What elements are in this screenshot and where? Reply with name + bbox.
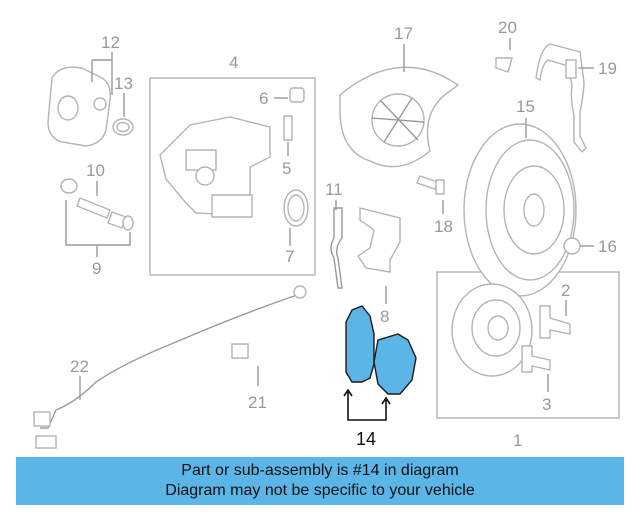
hub-bolt-part[interactable] [521, 345, 551, 373]
outer-brake-pad[interactable] [373, 333, 417, 395]
parts-diagram: 12 13 10 9 4 6 5 7 17 20 19 15 18 16 11 … [33, 18, 620, 450]
banner-line-disclaimer: Diagram may not be specific to your vehi… [165, 482, 475, 499]
rotor-screw-part[interactable] [563, 237, 581, 255]
callout-18: 18 [434, 217, 453, 236]
callout-6: 6 [259, 89, 268, 108]
wheel-hub-part[interactable] [451, 283, 533, 377]
caliper-seal-part[interactable] [283, 189, 309, 227]
brake-caliper-part[interactable] [159, 116, 271, 218]
callout-3: 3 [542, 395, 551, 414]
callout-13: 13 [114, 74, 133, 93]
callout-21: 21 [248, 393, 267, 412]
callout-10: 10 [86, 161, 105, 180]
pad-clip-part[interactable] [330, 207, 343, 289]
callout-5: 5 [282, 159, 291, 178]
brake-rotor-part[interactable] [463, 123, 577, 297]
hose-clip-part[interactable] [495, 57, 513, 73]
brake-pad-set-part[interactable] [345, 305, 417, 395]
info-banner: Part or sub-assembly is #14 in diagram D… [16, 457, 624, 505]
callout-22: 22 [70, 357, 89, 376]
callout-4: 4 [229, 53, 238, 72]
callout-8: 8 [380, 307, 389, 326]
callout-9: 9 [92, 259, 101, 278]
banner-line-part-number: Part or sub-assembly is #14 in diagram [181, 462, 459, 479]
sensor-clip-part[interactable] [231, 343, 249, 359]
brake-hose-part[interactable] [535, 43, 587, 154]
shield-bolt-part[interactable] [416, 175, 445, 195]
lead-12 [91, 52, 113, 95]
callout-11: 11 [325, 180, 343, 199]
brake-motor-part[interactable] [47, 66, 112, 147]
bleeder-cap-part[interactable] [289, 87, 305, 103]
callout-15: 15 [516, 97, 535, 116]
callout-16: 16 [598, 237, 617, 256]
callout-19: 19 [598, 59, 617, 78]
caliper-group-box [149, 77, 316, 276]
callout-1: 1 [513, 431, 522, 450]
dust-shield-part[interactable] [339, 66, 460, 168]
callout-20: 20 [498, 18, 517, 37]
callout-17: 17 [394, 24, 413, 43]
lead-14 [343, 388, 391, 421]
callout-7: 7 [285, 247, 294, 266]
callout-14: 14 [356, 429, 376, 449]
callout-12: 12 [101, 33, 120, 52]
inner-brake-pad[interactable] [345, 305, 375, 383]
caliper-bracket-part[interactable] [357, 207, 401, 273]
o-ring-part[interactable] [112, 118, 134, 136]
guide-pin-part[interactable] [60, 178, 134, 231]
bleeder-screw-part[interactable] [283, 115, 293, 141]
lead-9 [65, 200, 131, 257]
callout-2: 2 [561, 281, 570, 300]
wear-sensor-part[interactable] [33, 285, 307, 449]
wheel-bolt-part[interactable] [539, 305, 571, 339]
